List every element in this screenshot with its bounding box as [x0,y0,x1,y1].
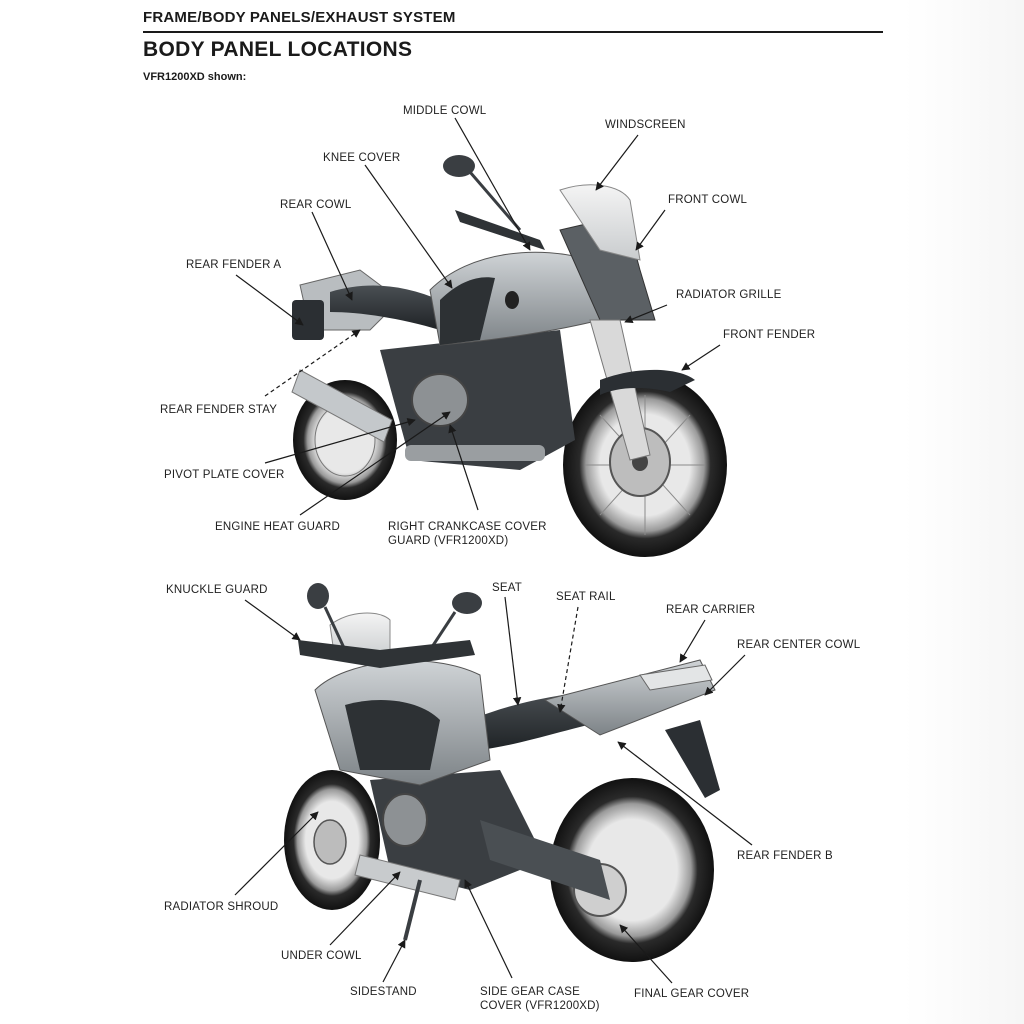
bottom-leader-lines [234,596,753,984]
callout-rear-carrier: REAR CARRIER [666,604,756,616]
callout-windscreen: WINDSCREEN [605,119,686,131]
scan-edge-shadow [904,0,1024,1024]
callout-side-gear-line2: COVER (VFR1200XD) [480,1000,600,1012]
callout-seat: SEAT [492,582,522,594]
callout-rear-fender-b: REAR FENDER B [737,850,833,862]
callout-knuckle-guard: KNUCKLE GUARD [166,584,268,596]
model-note: VFR1200XD shown: [143,71,247,83]
callout-pivot-plate-cover: PIVOT PLATE COVER [164,469,285,481]
callout-engine-heat-guard: ENGINE HEAT GUARD [215,521,341,533]
callout-rear-cowl: REAR COWL [280,199,352,211]
bottom-front-wheel [284,770,380,910]
callout-knee-cover: KNEE COVER [323,152,401,164]
callout-radiator-grille: RADIATOR GRILLE [676,289,782,301]
callout-side-gear-line1: SIDE GEAR CASE [480,986,580,998]
callout-rear-center-cowl: REAR CENTER COWL [737,639,861,651]
callout-rear-fender-stay: REAR FENDER STAY [160,404,278,416]
top-exhaust [291,369,393,443]
callout-radiator-shroud: RADIATOR SHROUD [164,901,279,913]
bottom-motorcycle [284,583,720,962]
callout-middle-cowl: MIDDLE COWL [403,105,487,117]
top-windscreen [559,184,641,261]
header-rule [143,31,883,33]
callout-side-gear-case-cover: SIDE GEAR CASE COVER (VFR1200XD) [480,985,600,1013]
top-front-wheel [563,373,727,557]
callout-sidestand: SIDESTAND [350,986,417,998]
callout-final-gear-cover: FINAL GEAR COVER [634,988,750,1000]
top-leader-lines [235,117,721,516]
chapter-title: FRAME/BODY PANELS/EXHAUST SYSTEM [143,9,456,26]
callout-right-crankcase-line1: RIGHT CRANKCASE COVER [388,521,547,533]
page-title: BODY PANEL LOCATIONS [143,38,413,61]
callout-rear-fender-a: REAR FENDER A [186,259,282,271]
callout-right-crankcase-cover: RIGHT CRANKCASE COVER GUARD (VFR1200XD) [388,520,547,548]
top-engine [380,330,575,470]
callout-under-cowl: UNDER COWL [281,950,362,962]
callout-seat-rail: SEAT RAIL [556,591,616,603]
callout-right-crankcase-line2: GUARD (VFR1200XD) [388,535,509,547]
callout-front-fender: FRONT FENDER [723,329,816,341]
callout-front-cowl: FRONT COWL [668,194,748,206]
